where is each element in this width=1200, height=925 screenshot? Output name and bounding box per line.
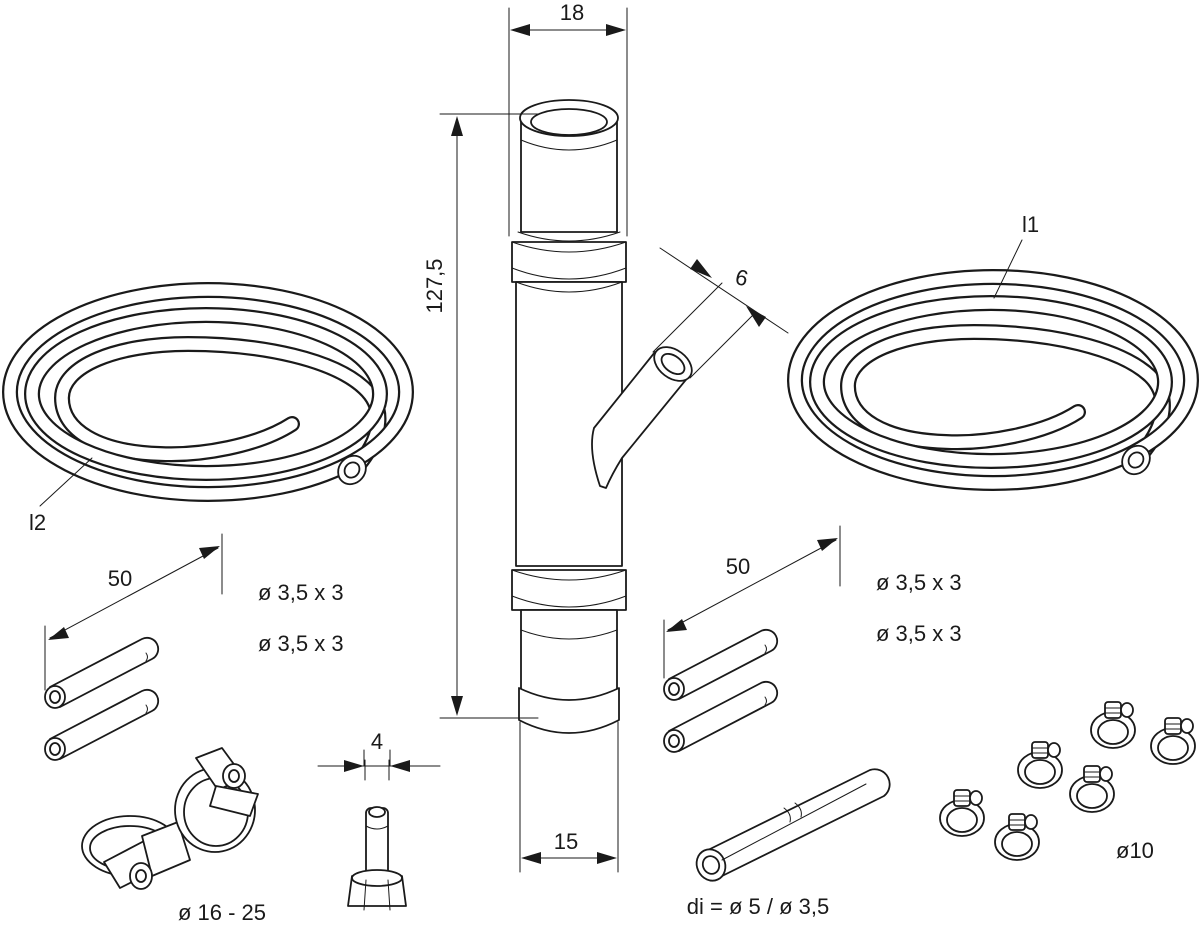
t-connector-pipe: [511, 99, 693, 734]
hose-coil-l1: [787, 269, 1199, 491]
connector-tube-label: di = ø 5 / ø 3,5: [687, 894, 829, 919]
hose-clamps-small: [939, 701, 1196, 861]
clamp-small-label: ø10: [1116, 838, 1154, 863]
leader-l1: [993, 239, 1023, 299]
tube-set-right: [663, 525, 841, 753]
tube-spec-right-2: ø 3,5 x 3: [876, 621, 962, 646]
dim-outer-bottom-label: 15: [554, 829, 578, 854]
hose-nozzle: [347, 806, 407, 911]
dim-length-label: 127,5: [422, 258, 447, 313]
dimension-lines: [317, 7, 789, 873]
hose-label-l1: l1: [1022, 212, 1039, 237]
hose-label-l2: l2: [29, 510, 46, 535]
tube-spec-left-1: ø 3,5 x 3: [258, 580, 344, 605]
leader-l2: [39, 457, 93, 507]
connector-tube: [695, 768, 891, 882]
dim-branch-label: 6: [733, 264, 751, 291]
tube-set-left: [44, 533, 223, 761]
dim-outer-top-label: 18: [560, 0, 584, 25]
tube-spec-right-1: ø 3,5 x 3: [876, 570, 962, 595]
hose-coil-l2: [2, 282, 414, 502]
tube-spec-left-2: ø 3,5 x 3: [258, 631, 344, 656]
clamp-large-label: ø 16 - 25: [178, 900, 266, 925]
tube-length-left-label: 50: [108, 566, 132, 591]
dim-nozzle-label: 4: [371, 729, 383, 754]
hose-clamps-large: [81, 747, 259, 890]
tube-length-right-label: 50: [726, 554, 750, 579]
